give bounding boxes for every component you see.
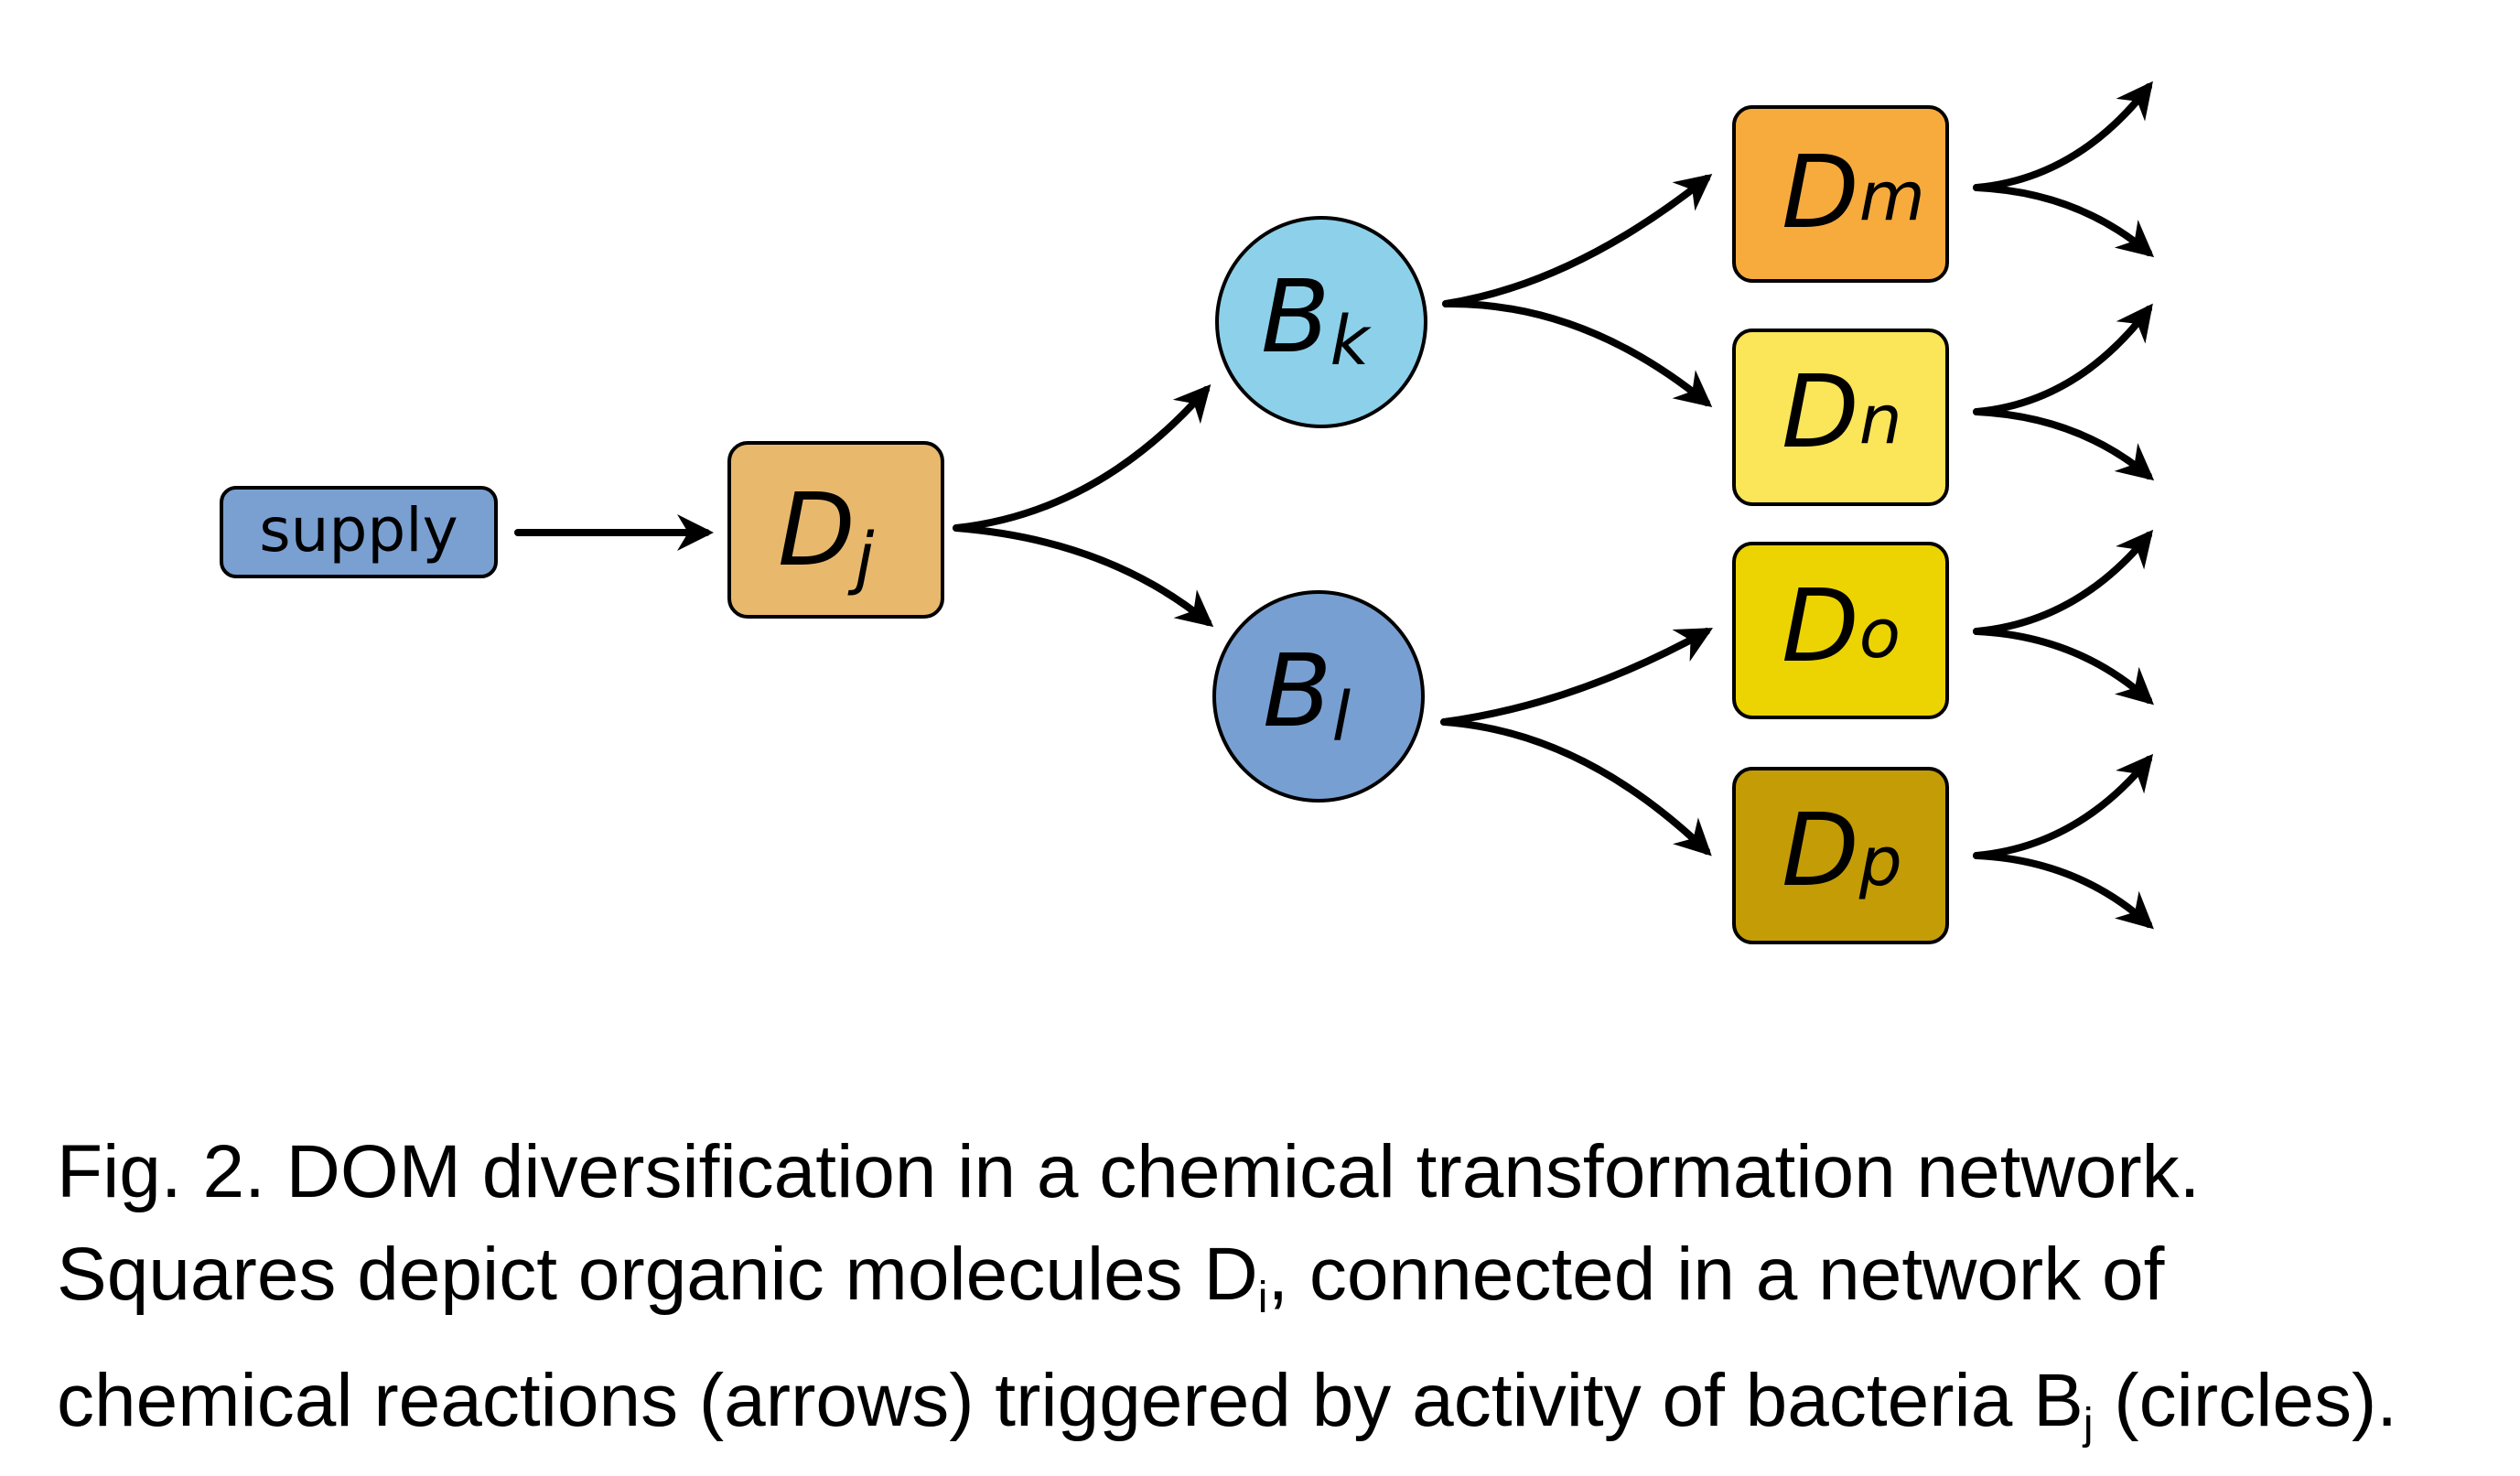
bacteria-bk-circle [1215,216,1427,428]
molecule-do-box [1732,542,1949,719]
bacteria-bk-label: Bk [1261,258,1372,381]
molecule-dj-box [727,441,944,619]
bacteria-bl-label: Bl [1263,632,1351,757]
arrow-dp-out-down [1973,852,2154,930]
arrow-bl-to-dp [1440,718,1712,857]
molecule-dn-label: Dn [1782,353,1902,470]
arrow-do-out-up [1973,529,2154,635]
arrow-dp-out-up [1973,753,2154,859]
molecule-dp-label: Dp [1782,792,1902,909]
supply-box [220,486,498,578]
arrow-dm-out-up [1973,81,2153,191]
molecule-dm-label: Dm [1782,134,1925,251]
molecule-dm-box [1732,105,1949,283]
molecule-dp-box [1732,767,1949,944]
arrow-bk-to-dn [1442,299,1713,408]
arrow-do-out-down [1973,628,2154,706]
caption-line-2: Squares depict organic molecules Di, con… [57,1233,2165,1322]
arrow-dn-out-up [1973,303,2153,415]
supply-label: supply [259,495,458,566]
caption-line-3: chemical reactions (arrows) triggered by… [57,1359,2398,1449]
molecule-do-label: Do [1782,567,1901,684]
arrow-dn-out-down [1973,408,2155,481]
bacteria-bl-circle [1212,590,1425,803]
arrow-bk-to-dm [1442,174,1713,307]
molecule-dj-label: Dj [778,471,875,598]
figure-caption: Fig. 2. DOM diversification in a chemica… [57,1121,2491,1476]
arrow-dj-to-bk [953,383,1212,532]
arrow-dm-out-down [1973,184,2155,258]
arrow-dj-to-bl [953,524,1214,628]
molecule-dn-box [1732,329,1949,506]
arrow-bl-to-do [1440,628,1714,726]
caption-line-1: Fig. 2. DOM diversification in a chemica… [57,1130,2201,1213]
